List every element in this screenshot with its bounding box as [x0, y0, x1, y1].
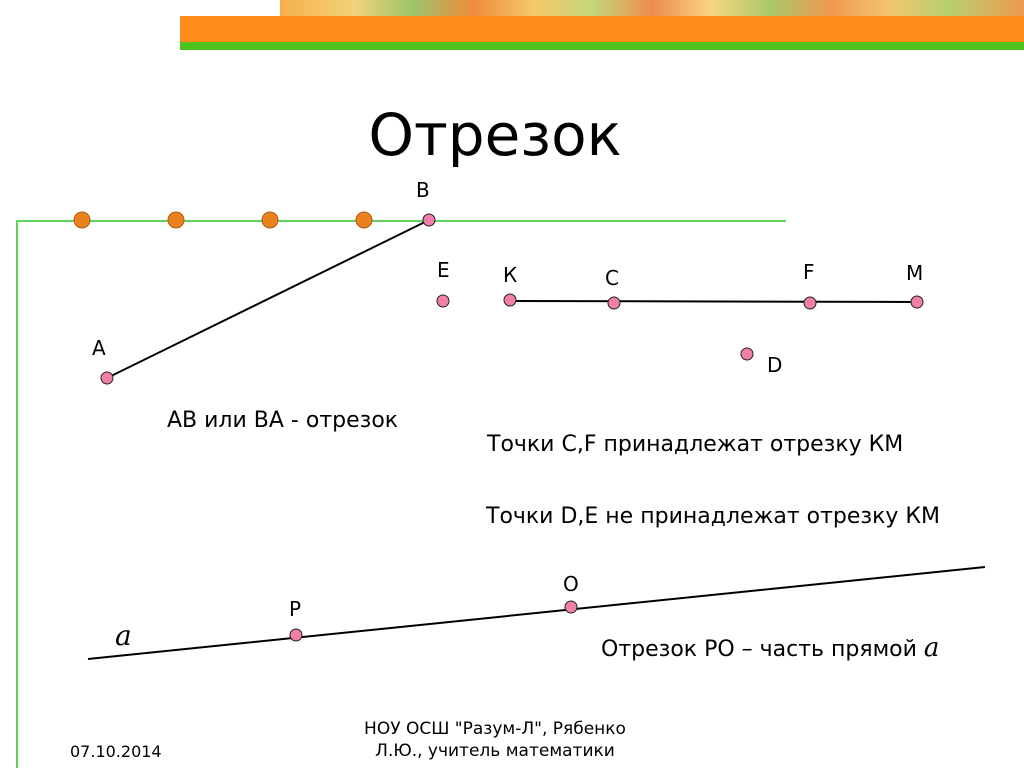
- text-po-line-name: a: [923, 633, 940, 663]
- point-labels: A B E К C F M D P O a: [92, 178, 923, 652]
- header-green-bar: [180, 42, 1024, 50]
- segment-ab: [106, 219, 430, 379]
- footer-date: 07.10.2014: [70, 742, 162, 761]
- label-d: D: [767, 353, 782, 377]
- text-ab-ba-segment: AB или BA - отрезок: [167, 408, 399, 433]
- frame-left-line: [16, 220, 18, 768]
- bullet-dot: [355, 211, 373, 229]
- decorative-banner: [280, 0, 1024, 16]
- label-p: P: [289, 597, 301, 621]
- label-c: C: [605, 266, 619, 290]
- label-m: M: [906, 261, 923, 285]
- frame-top-line: [16, 220, 786, 222]
- text-de-not-belong: Точки D,E не принадлежат отрезку КМ: [486, 504, 941, 529]
- label-b: B: [416, 178, 430, 202]
- point-f: [803, 296, 817, 310]
- label-f: F: [803, 260, 815, 284]
- label-o: O: [563, 572, 579, 596]
- label-a: A: [92, 336, 106, 360]
- points: [100, 213, 924, 642]
- text-po-part-of-line: Отрезок PO – часть прямой a: [601, 634, 939, 664]
- point-c: [607, 296, 621, 310]
- bullet-dot: [73, 211, 91, 229]
- label-e: E: [437, 258, 450, 282]
- slide-title: Отрезок: [368, 101, 622, 169]
- point-p: [289, 628, 303, 642]
- point-m: [910, 295, 924, 309]
- footer-organization: НОУ ОСШ "Разум-Л", Рябенко Л.Ю., учитель…: [330, 718, 660, 762]
- text-cf-belong: Точки C,F принадлежат отрезку КМ: [487, 432, 904, 457]
- segment-km: [509, 300, 918, 303]
- point-a: [100, 371, 114, 385]
- bullet-dot: [167, 211, 185, 229]
- footer-org-line1: НОУ ОСШ "Разум-Л", Рябенко: [364, 719, 626, 739]
- label-k: К: [503, 263, 517, 287]
- header-orange-bar: [180, 16, 1024, 42]
- point-b: [422, 213, 436, 227]
- point-k: [503, 293, 517, 307]
- line-a: [87, 566, 986, 660]
- footer-org-line2: Л.Ю., учитель математики: [375, 741, 615, 761]
- bullet-dot: [261, 211, 279, 229]
- label-line-a: a: [115, 619, 132, 652]
- text-po-prefix: Отрезок PO – часть прямой: [601, 637, 924, 662]
- point-e: [436, 294, 450, 308]
- point-d: [740, 347, 754, 361]
- title-bullets: [73, 211, 373, 229]
- point-o: [564, 600, 578, 614]
